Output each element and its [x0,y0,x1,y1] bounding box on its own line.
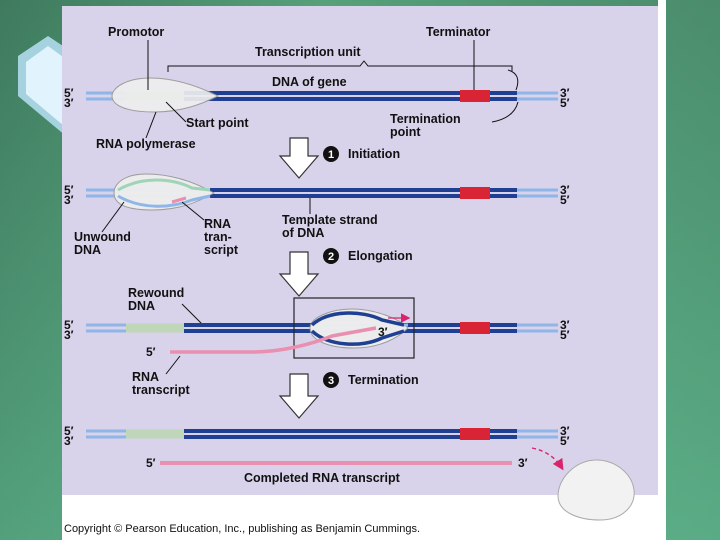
row4-5prime-right: 5′ [560,434,570,448]
transcription-diagram: Promotor Terminator Transcription unit D… [64,25,570,485]
label-rna-tran: RNA [204,217,231,231]
elongation-zoom-box [293,297,415,359]
step-arrow-3 [278,373,320,419]
row4-3prime-right: 3′ [560,424,570,438]
label-unwound-2: DNA [74,243,101,257]
step-3-label: Termination [348,373,419,387]
step-3-number: 3 [328,375,334,387]
label-rewound-2: DNA [128,299,155,313]
label-rna-polymerase: RNA polymerase [96,137,196,151]
label-rna-tran-3: script [204,243,239,257]
step-arrow-2 [278,251,320,297]
row3-3prime-right: 3′ [560,318,570,332]
step-2-label: Elongation [348,249,413,263]
row2-5prime: 5′ [64,183,74,197]
row3-5prime-right: 5′ [560,328,570,342]
row2-3prime-left: 3′ [64,193,74,207]
label-template-strand-2: of DNA [282,226,324,240]
label-template-strand: Template strand [282,213,378,227]
label-dna-of-gene: DNA of gene [272,75,347,89]
row4-3prime-left: 3′ [64,434,74,448]
step-2-number: 2 [328,251,334,263]
rna-transcript-elongating [170,326,377,354]
step-arrow-1 [278,137,320,179]
label-rna-tran-2: tran- [204,230,232,244]
row4-rna-3prime: 3′ [518,456,528,470]
label-rna-transcript: RNA [132,370,159,384]
row3-rna-5prime: 5′ [146,345,156,359]
rna-polymerase-shape [111,77,220,113]
row3-rna-3prime: 3′ [378,325,388,339]
released-rna-polymerase [557,459,635,521]
slide-right-strip [658,0,666,540]
row3-3prime-left: 3′ [64,328,74,342]
row3-5prime: 5′ [64,318,74,332]
label-promotor: Promotor [108,25,164,39]
row1-3prime-left: 3′ [64,96,74,110]
label-termination-point: Termination [390,112,461,126]
row1-3prime-right: 3′ [560,86,570,100]
row4-rna-5prime: 5′ [146,456,156,470]
label-transcription-unit: Transcription unit [255,45,361,59]
row2-5prime-right: 5′ [560,193,570,207]
copyright-notice: Copyright © Pearson Education, Inc., pub… [64,523,421,535]
label-start-point: Start point [186,116,249,130]
label-unwound: Unwound [74,230,131,244]
transcription-figure: Promotor Terminator Transcription unit D… [62,6,658,495]
label-termination-point-2: point [390,125,421,139]
dna-row-4 [86,428,558,440]
step-1-number: 1 [328,149,334,161]
row2-3prime-right: 3′ [560,183,570,197]
label-rna-transcript-2: transcript [132,383,190,397]
row4-5prime: 5′ [64,424,74,438]
step-1-label: Initiation [348,147,400,161]
row1-5prime-right: 5′ [560,96,570,110]
label-rewound: Rewound [128,286,184,300]
label-terminator: Terminator [426,25,490,39]
label-completed-rna: Completed RNA transcript [244,471,401,485]
row1-5prime: 5′ [64,86,74,100]
